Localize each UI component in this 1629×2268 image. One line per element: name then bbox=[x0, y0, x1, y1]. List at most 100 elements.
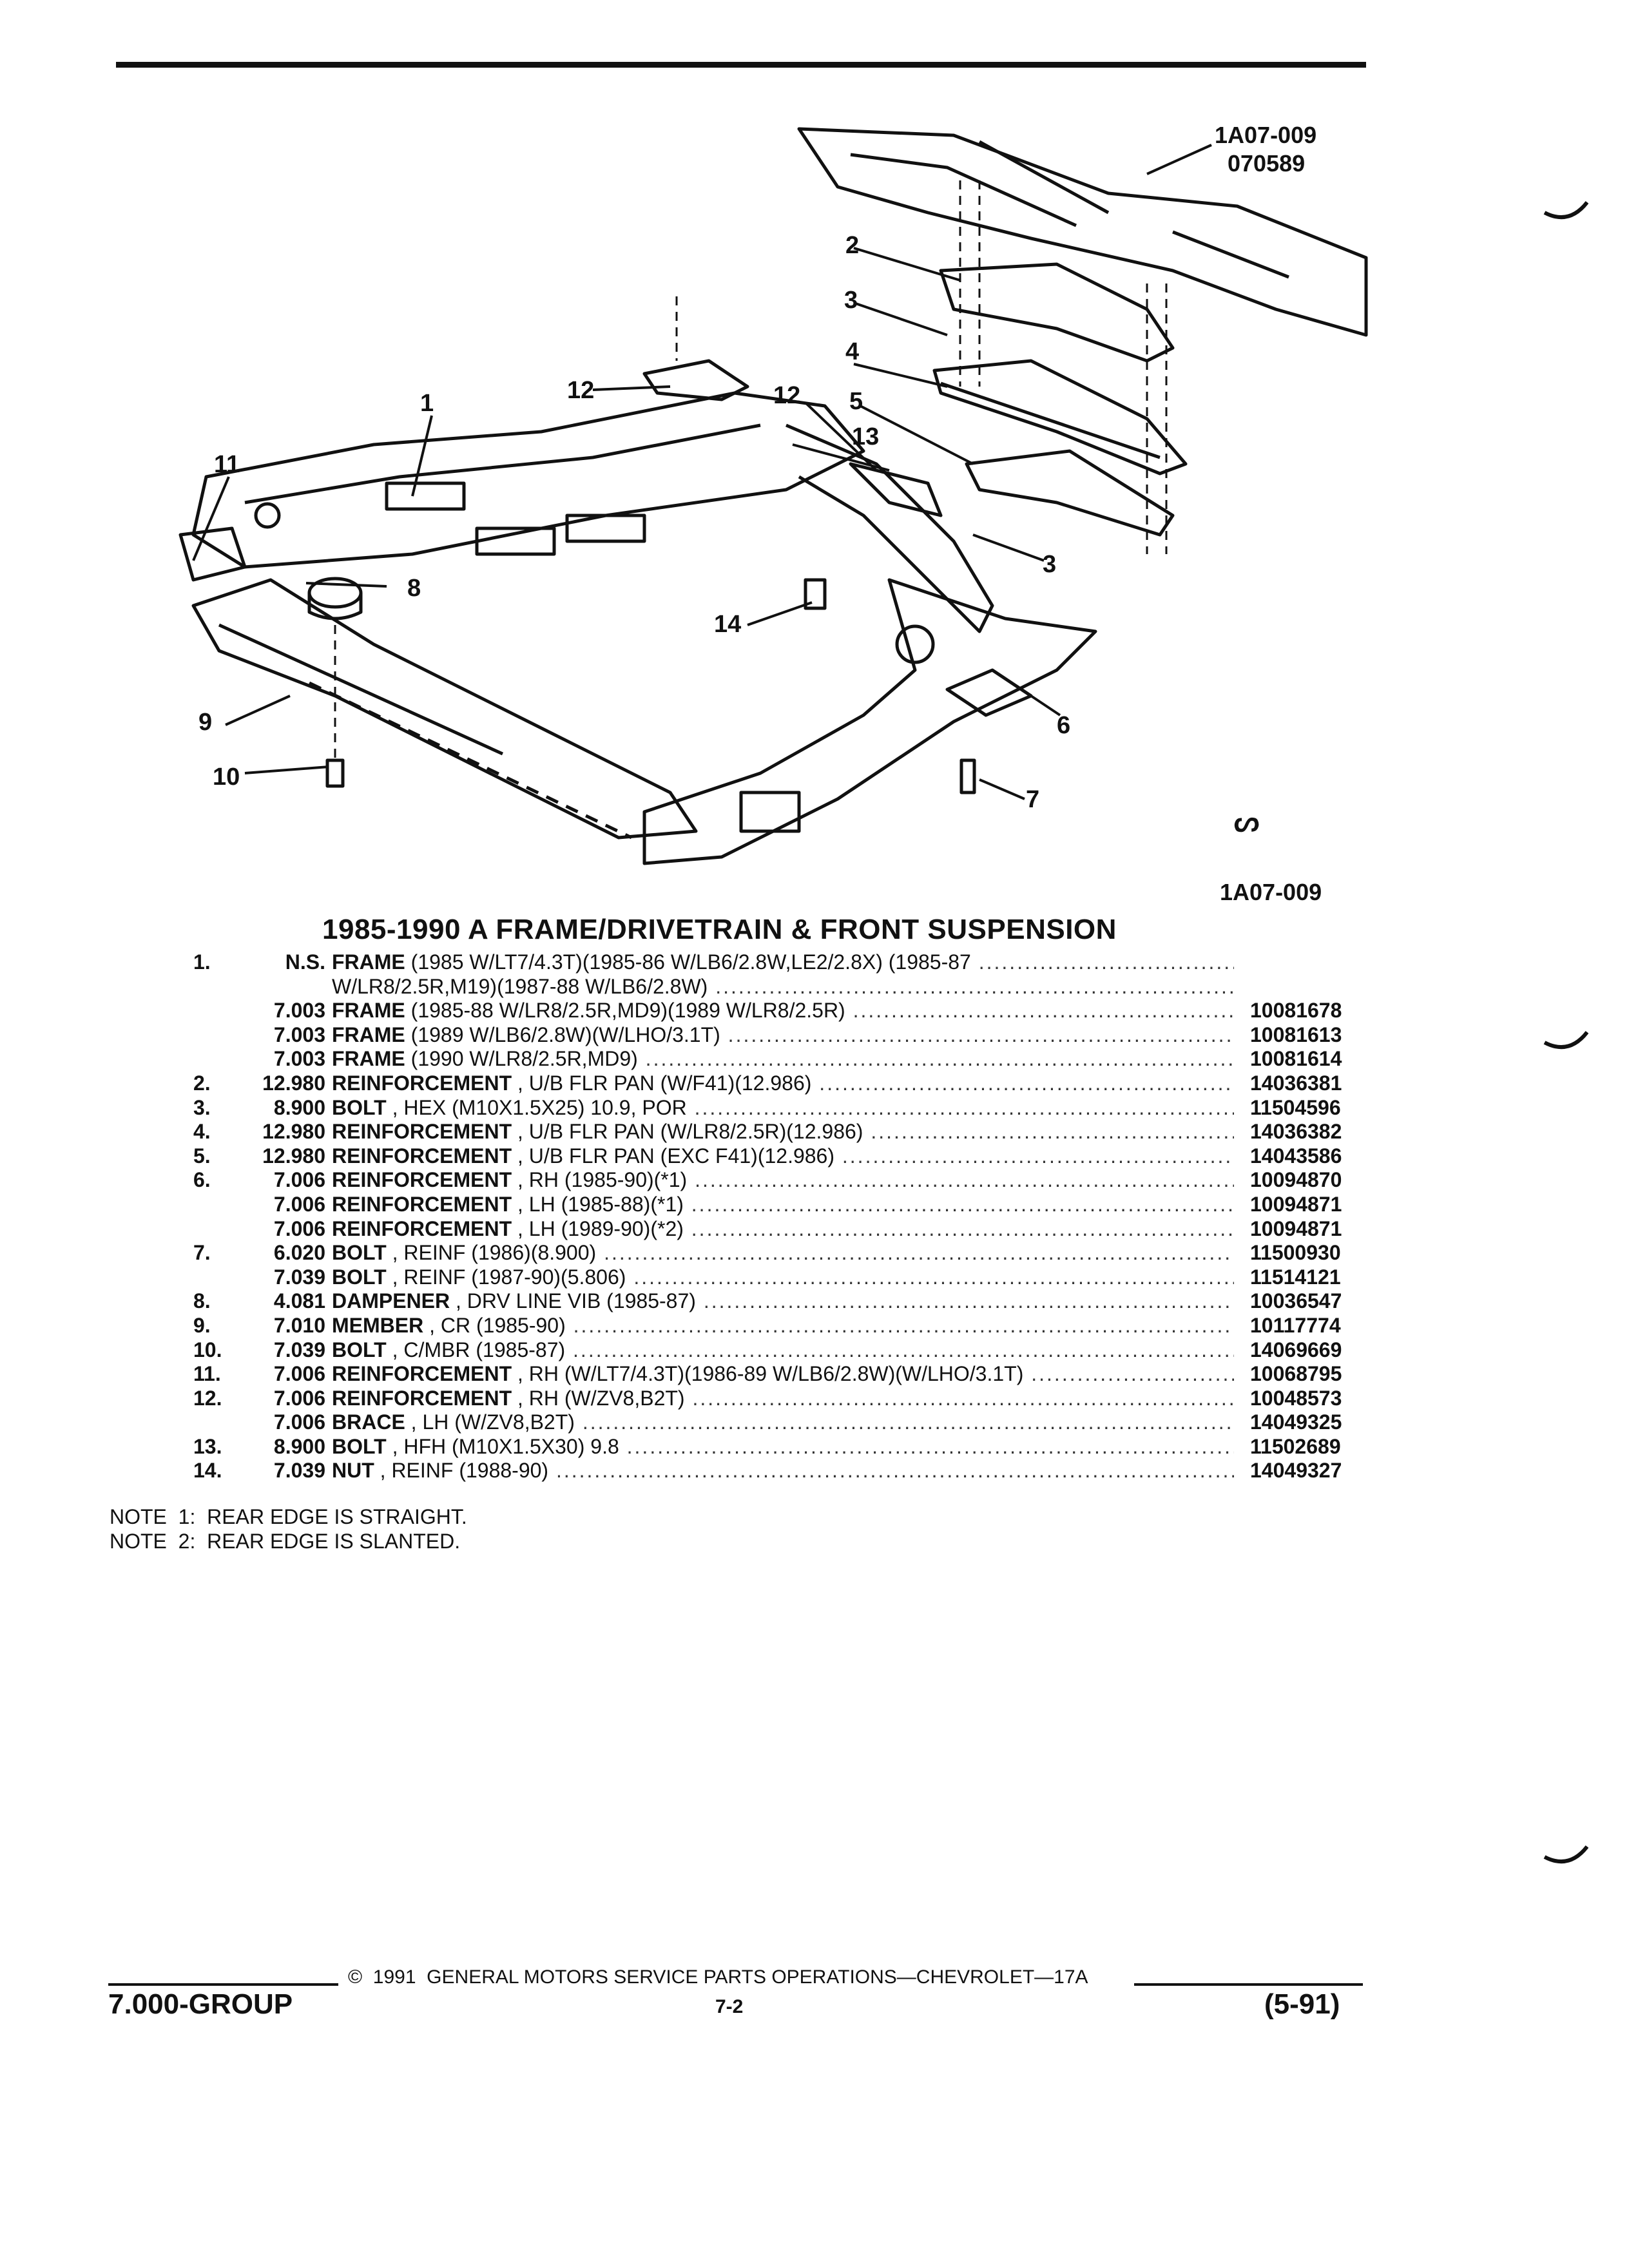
part-detail: , U/B FLR PAN (EXC F41)(12.986) bbox=[512, 1144, 834, 1168]
part-number: 10094870 bbox=[1250, 1168, 1342, 1192]
part-name: REINFORCEMENT bbox=[332, 1362, 512, 1386]
dot-leader: ........................................… bbox=[604, 1241, 1234, 1265]
part-description: REINFORCEMENT , RH (W/ZV8,B2T) .........… bbox=[332, 1387, 1234, 1411]
callout-13: 13 bbox=[852, 423, 880, 450]
part-description: BRACE , LH (W/ZV8,B2T) .................… bbox=[332, 1410, 1234, 1435]
part-number: 11504596 bbox=[1250, 1095, 1341, 1119]
callout-9: 9 bbox=[198, 709, 213, 736]
part-detail: (1985-88 W/LR8/2.5R,MD9)(1989 W/LR8/2.5R… bbox=[405, 999, 845, 1023]
part-number: 10048573 bbox=[1250, 1386, 1342, 1410]
dot-leader: ........................................… bbox=[691, 1216, 1234, 1240]
part-detail: , C/MBR (1985-87) bbox=[386, 1338, 566, 1361]
part-description: BOLT , REINF (1986)(8.900) .............… bbox=[332, 1241, 1234, 1265]
callout-1: 1 bbox=[420, 390, 434, 417]
dot-leader: ........................................… bbox=[728, 1023, 1234, 1046]
part-number: 11500930 bbox=[1250, 1241, 1341, 1265]
item-number: 9. bbox=[193, 1313, 211, 1337]
dot-leader: ........................................… bbox=[694, 1095, 1234, 1119]
group-number: 7.039 bbox=[273, 1338, 325, 1361]
figure-code-top: 1A07-009 bbox=[1215, 122, 1317, 148]
group-number: 8.900 bbox=[273, 1095, 325, 1119]
part-number: 10068795 bbox=[1250, 1362, 1342, 1386]
part-name: REINFORCEMENT bbox=[332, 1386, 512, 1410]
part-description: REINFORCEMENT , U/B FLR PAN (W/F41)(12.9… bbox=[332, 1072, 1234, 1096]
dot-leader: ........................................… bbox=[555, 1459, 1234, 1483]
part-name: MEMBER bbox=[332, 1313, 424, 1337]
dot-leader: ........................................… bbox=[691, 1192, 1234, 1216]
item-number: 8. bbox=[193, 1289, 211, 1313]
dot-leader: ........................................… bbox=[978, 950, 1234, 974]
part-detail: , REINF (1987-90)(5.806) bbox=[386, 1265, 626, 1289]
part-detail: (1990 W/LR8/2.5R,MD9) bbox=[405, 1047, 638, 1071]
part-description: REINFORCEMENT , U/B FLR PAN (W/LR8/2.5R)… bbox=[332, 1120, 1234, 1144]
group-number: 12.980 bbox=[262, 1071, 325, 1095]
part-number: 14036382 bbox=[1250, 1120, 1342, 1144]
part-description: FRAME (1985-88 W/LR8/2.5R,MD9)(1989 W/LR… bbox=[332, 999, 1234, 1023]
callout-8: 8 bbox=[407, 575, 421, 602]
dot-leader: ........................................… bbox=[626, 1434, 1234, 1458]
item-number: 1. bbox=[193, 950, 211, 974]
parts-row: W/LR8/2.5R,M19)(1987-88 W/LB6/2.8W) ....… bbox=[155, 975, 1379, 999]
footer-rule-left bbox=[108, 1983, 338, 1986]
part-description: REINFORCEMENT , RH (W/LT7/4.3T)(1986-89 … bbox=[332, 1362, 1234, 1387]
item-number: 6. bbox=[193, 1168, 211, 1192]
part-description: BOLT , REINF (1987-90)(5.806) ..........… bbox=[332, 1265, 1234, 1290]
part-name: DAMPENER bbox=[332, 1289, 450, 1313]
dot-leader: ........................................… bbox=[842, 1144, 1234, 1168]
group-number: 7.039 bbox=[273, 1459, 325, 1483]
figure-code-bottom: 1A07-009 bbox=[1220, 879, 1322, 905]
part-name: BOLT bbox=[332, 1338, 387, 1361]
margin-mark-3 bbox=[1543, 1845, 1588, 1864]
part-name: REINFORCEMENT bbox=[332, 1168, 512, 1192]
part-name: NUT bbox=[332, 1459, 374, 1483]
group-number: 12.980 bbox=[262, 1120, 325, 1144]
part-number: 14049327 bbox=[1250, 1459, 1342, 1483]
part-detail: , LH (1985-88)(*1) bbox=[512, 1192, 684, 1216]
callout-3-lower: 3 bbox=[1043, 551, 1057, 578]
dot-leader: ........................................… bbox=[573, 1313, 1234, 1337]
group-number: 7.006 bbox=[273, 1362, 325, 1386]
dot-leader: ........................................… bbox=[633, 1265, 1234, 1289]
callout-12-right: 12 bbox=[773, 382, 801, 409]
group-number: 7.006 bbox=[273, 1386, 325, 1410]
margin-mark-1 bbox=[1543, 201, 1588, 220]
margin-mark-2 bbox=[1543, 1031, 1588, 1050]
part-name: BOLT bbox=[332, 1434, 387, 1458]
part-description: REINFORCEMENT , LH (1989-90)(*2) .......… bbox=[332, 1217, 1234, 1242]
callout-14: 14 bbox=[714, 611, 742, 638]
revision-date: (5-91) bbox=[1264, 1988, 1340, 2020]
callout-2: 2 bbox=[845, 232, 860, 259]
part-number: 11514121 bbox=[1250, 1265, 1341, 1289]
part-number: 10094871 bbox=[1250, 1192, 1342, 1216]
part-name: BOLT bbox=[332, 1241, 387, 1265]
part-name: BOLT bbox=[332, 1265, 387, 1289]
part-detail: , LH (1989-90)(*2) bbox=[512, 1216, 684, 1240]
part-description: REINFORCEMENT , RH (1985-90)(*1) .......… bbox=[332, 1168, 1234, 1193]
part-detail: , REINF (1986)(8.900) bbox=[386, 1241, 597, 1265]
part-detail: (1989 W/LB6/2.8W)(W/LHO/3.1T) bbox=[405, 1023, 720, 1046]
parts-row: 11. 7.006 REINFORCEMENT , RH (W/LT7/4.3T)(… bbox=[155, 1362, 1379, 1387]
dot-leader: ........................................… bbox=[645, 1047, 1234, 1071]
group-number: 7.010 bbox=[273, 1313, 325, 1337]
note-1: NOTE 1: REAR EDGE IS STRAIGHT. bbox=[110, 1505, 467, 1528]
part-detail: , LH (W/ZV8,B2T) bbox=[405, 1410, 575, 1434]
part-detail: , HFH (M10X1.5X30) 9.8 bbox=[386, 1434, 619, 1458]
callout-11: 11 bbox=[214, 451, 240, 478]
callout-12-left: 12 bbox=[567, 377, 595, 404]
part-detail: , DRV LINE VIB (1985-87) bbox=[450, 1289, 696, 1313]
parts-row: 1.N.S.FRAME (1985 W/LT7/4.3T)(1985-86 W/… bbox=[155, 950, 1379, 975]
part-name: REINFORCEMENT bbox=[332, 1071, 512, 1095]
part-detail: , RH (W/LT7/4.3T)(1986-89 W/LB6/2.8W)(W/… bbox=[512, 1362, 1024, 1386]
part-number: 14043586 bbox=[1250, 1144, 1342, 1168]
part-name: FRAME bbox=[332, 1047, 405, 1071]
callout-5: 5 bbox=[849, 388, 863, 415]
item-number: 11. bbox=[193, 1362, 221, 1386]
callout-4: 4 bbox=[845, 338, 860, 365]
group-number: 7.003 bbox=[273, 1047, 325, 1071]
